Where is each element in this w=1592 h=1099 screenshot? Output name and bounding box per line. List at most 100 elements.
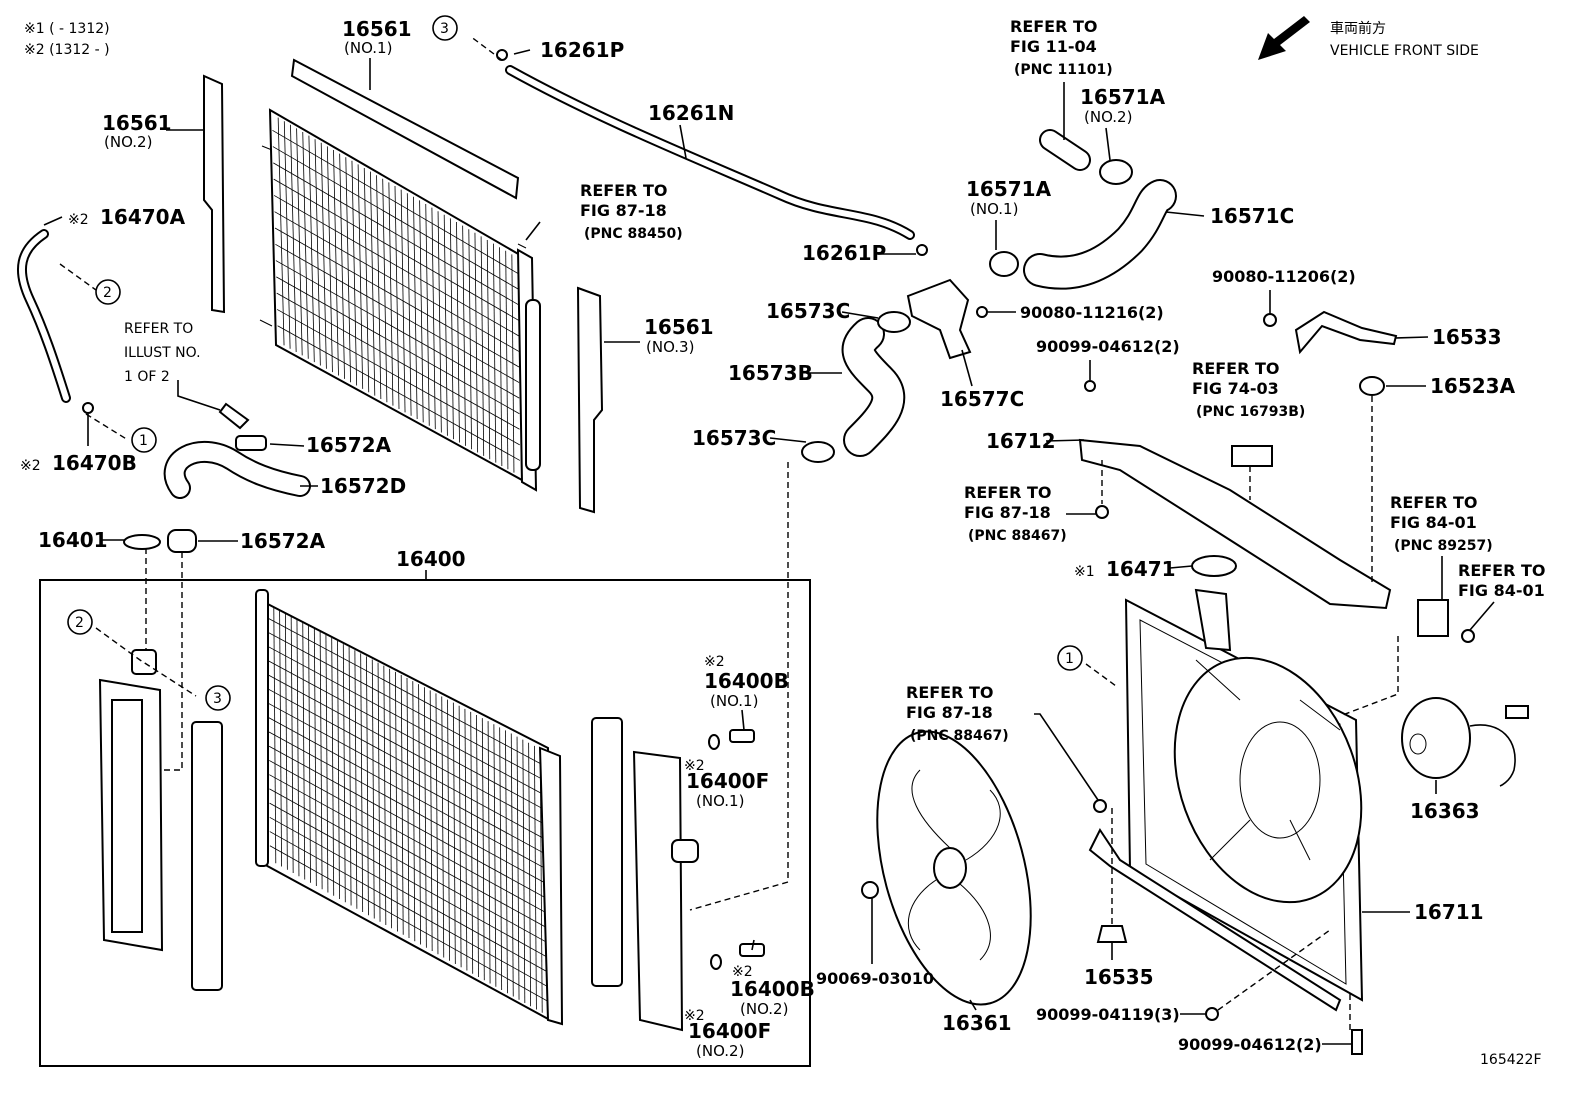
- clip-16261p-mid: [916, 244, 928, 256]
- seal-16561-no3: [576, 286, 604, 514]
- callout-1-left: 1: [131, 427, 157, 453]
- cap-16471: [1191, 555, 1237, 577]
- clamp-16571a-1: [989, 251, 1019, 277]
- label-16572a-2: 16572A: [240, 529, 326, 553]
- label-16561-no2-sub: (NO.2): [104, 133, 152, 151]
- svg-text:1: 1: [139, 433, 148, 449]
- svg-text:1 OF 2: 1 OF 2: [124, 369, 170, 385]
- label-16363: 16363: [1410, 799, 1480, 823]
- label-16400b-no2: 16400B: [730, 977, 815, 1001]
- diagram-id: 165422F: [1480, 1052, 1542, 1068]
- mark-16470a: ※2: [68, 212, 89, 228]
- leader-lines: [43, 35, 1495, 1045]
- radiator-drawing: [254, 589, 564, 1026]
- svg-text:(PNC 89257): (PNC 89257): [1394, 538, 1493, 554]
- label-16571a-no1: 16571A: [966, 177, 1052, 201]
- clip-16470b: [82, 402, 94, 414]
- mark-16400f-2: ※2: [684, 1008, 705, 1024]
- svg-text:REFER TO: REFER TO: [124, 321, 193, 337]
- svg-text:FIG 84-01: FIG 84-01: [1390, 513, 1477, 532]
- bolt-ref-84-01: [1461, 629, 1475, 643]
- nut-90069-03010: [861, 881, 879, 899]
- svg-text:3: 3: [213, 691, 222, 707]
- outlet-16577c: [906, 278, 972, 360]
- label-16470a: 16470A: [100, 205, 186, 229]
- label-16361: 16361: [942, 1011, 1012, 1035]
- label-16261p-top: 16261P: [540, 38, 624, 62]
- label-16533: 16533: [1432, 325, 1502, 349]
- refer-fig-11-04: REFER TO FIG 11-04 (PNC 11101): [1010, 17, 1113, 78]
- label-90099-04612-top: 90099-04612(2): [1036, 337, 1180, 356]
- seal-16561-no1: [290, 58, 520, 200]
- label-16573c-2: 16573C: [692, 426, 776, 450]
- svg-text:REFER TO: REFER TO: [906, 683, 994, 702]
- svg-text:REFER TO: REFER TO: [964, 483, 1052, 502]
- nut-ref-88467: [1093, 799, 1107, 813]
- label-16400b-no2-sub: (NO.2): [740, 1000, 788, 1018]
- hose-16261n: [505, 65, 915, 240]
- note-1: ※1 ( - 1312): [24, 21, 110, 37]
- clamp-16573c-2: [801, 441, 835, 463]
- svg-text:REFER TO: REFER TO: [1390, 493, 1478, 512]
- support-16712: [1078, 438, 1392, 610]
- right-tank: [632, 750, 684, 1032]
- callout-3-top: 3: [432, 15, 458, 41]
- gasket-left: [191, 721, 223, 991]
- svg-text:REFER TO: REFER TO: [1010, 17, 1098, 36]
- label-16400f-no2: 16400F: [688, 1019, 771, 1043]
- refer-fig-84-01: REFER TO FIG 84-01: [1458, 561, 1546, 600]
- seal-16561-no2: [203, 74, 226, 314]
- bracket-16533: [1294, 310, 1398, 355]
- svg-text:REFER TO: REFER TO: [580, 181, 668, 200]
- clip-16261p-top: [496, 49, 508, 61]
- label-90099-04612-bot: 90099-04612(2): [1178, 1035, 1322, 1054]
- svg-text:FIG 84-01: FIG 84-01: [1458, 581, 1545, 600]
- label-16571a-no2-sub: (NO.2): [1084, 108, 1132, 126]
- svg-text:1: 1: [1065, 651, 1074, 667]
- callout-2-box: 2: [67, 609, 93, 635]
- svg-text:(PNC 16793B): (PNC 16793B): [1196, 404, 1305, 420]
- bolt-90080-11216: [976, 306, 988, 318]
- svg-text:(PNC 11101): (PNC 11101): [1014, 62, 1113, 78]
- refer-fig-87-18-88450: REFER TO FIG 87-18 (PNC 88450): [580, 181, 683, 242]
- bolt-90099-04612-top: [1084, 380, 1096, 392]
- label-16400b-no1-sub: (NO.1): [710, 692, 758, 710]
- label-16261n: 16261N: [648, 101, 734, 125]
- svg-text:2: 2: [103, 285, 112, 301]
- label-16572d: 16572D: [320, 474, 406, 498]
- callout-2-top: 2: [95, 279, 121, 305]
- svg-text:(PNC 88467): (PNC 88467): [910, 728, 1009, 744]
- plug-16400b-1: [729, 729, 755, 743]
- clamp-16573c-1: [877, 311, 911, 333]
- svg-text:FIG 11-04: FIG 11-04: [1010, 37, 1097, 56]
- label-16535: 16535: [1084, 965, 1154, 989]
- clamp-16571a-2: [1099, 159, 1133, 185]
- svg-text:FIG 87-18: FIG 87-18: [906, 703, 993, 722]
- bolt-90099-04119: [1205, 1007, 1219, 1021]
- label-16523a: 16523A: [1430, 374, 1516, 398]
- connector-89257: [1417, 599, 1449, 637]
- label-90099-04119: 90099-04119(3): [1036, 1005, 1180, 1024]
- label-16712: 16712: [986, 429, 1056, 453]
- label-16261p-mid: 16261P: [802, 241, 886, 265]
- part-16572a-2: [167, 529, 197, 553]
- refer-fig-87-18-88467-b: REFER TO FIG 87-18 (PNC 88467): [906, 683, 1009, 744]
- label-16577c: 16577C: [940, 387, 1024, 411]
- callout-3-box: 3: [205, 685, 231, 711]
- refer-fig-74-03: REFER TO FIG 74-03 (PNC 16793B): [1192, 359, 1305, 420]
- svg-text:(PNC 88450): (PNC 88450): [584, 226, 683, 242]
- label-16572a-1: 16572A: [306, 433, 392, 457]
- label-16561-no2: 16561: [102, 111, 172, 135]
- label-16561-no1-sub: (NO.1): [344, 39, 392, 57]
- svg-text:FIG 87-18: FIG 87-18: [580, 201, 667, 220]
- label-90080-11206: 90080-11206(2): [1212, 267, 1356, 286]
- mark-16400f-1: ※2: [684, 758, 705, 774]
- svg-text:FIG 87-18: FIG 87-18: [964, 503, 1051, 522]
- clamp-16572a-1: [235, 435, 267, 451]
- label-16561-no3: 16561: [644, 315, 714, 339]
- svg-text:3: 3: [440, 21, 449, 37]
- callout-1-shroud: 1: [1057, 645, 1083, 671]
- svg-text:2: 2: [75, 615, 84, 631]
- fan-16361: [876, 730, 1032, 1006]
